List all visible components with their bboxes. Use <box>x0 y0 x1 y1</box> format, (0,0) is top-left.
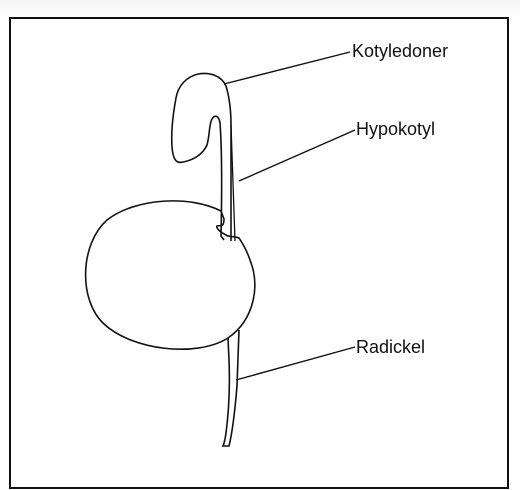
hypokotyl-label: Hypokotyl <box>356 119 435 139</box>
kotyledoner-leader <box>224 52 350 84</box>
kotyledoner-label: Kotyledoner <box>352 41 448 61</box>
hypocotyl-outline <box>172 73 231 241</box>
radickel-leader <box>236 347 355 380</box>
radickel-label: Radickel <box>356 337 425 357</box>
hypokotyl-leader <box>239 130 355 181</box>
seed-outline <box>86 201 255 349</box>
radicle-outline <box>223 330 239 446</box>
